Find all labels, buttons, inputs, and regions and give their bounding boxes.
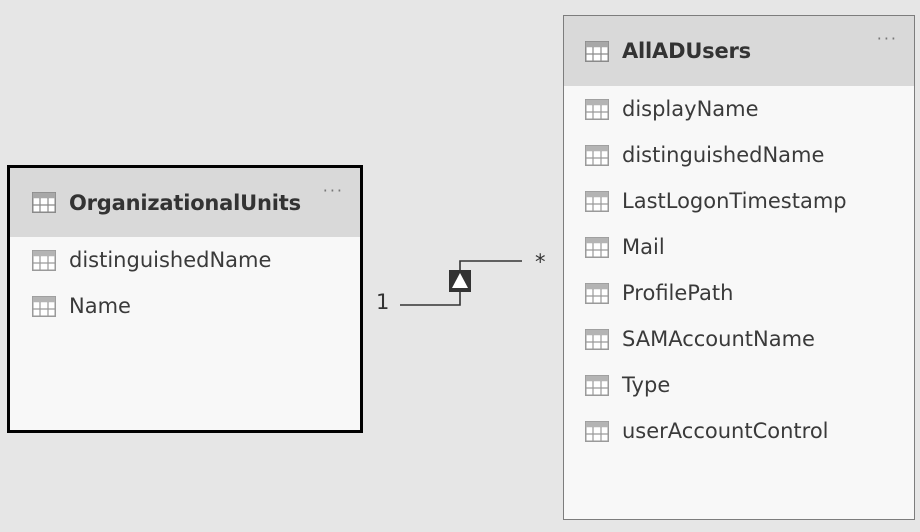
table-icon [32, 249, 56, 271]
field-item[interactable]: Name [10, 283, 360, 329]
table-icon [585, 190, 609, 212]
cardinality-one-label: 1 [376, 290, 390, 314]
field-name: distinguishedName [69, 248, 272, 272]
field-name: distinguishedName [622, 143, 825, 167]
field-item[interactable]: distinguishedName [564, 132, 914, 178]
field-item[interactable]: LastLogonTimestamp [564, 178, 914, 224]
field-name: userAccountControl [622, 419, 829, 443]
field-item[interactable]: SAMAccountName [564, 316, 914, 362]
cardinality-many-label: * [535, 250, 546, 274]
more-options-button[interactable]: ··· [322, 181, 344, 200]
field-item[interactable]: displayName [564, 86, 914, 132]
filter-direction-icon [449, 270, 471, 292]
field-name: Name [69, 294, 131, 318]
table-card-organizational-units[interactable]: OrganizationalUnits ··· distinguishedNam… [7, 165, 363, 433]
table-icon [585, 98, 609, 120]
table-title: AllADUsers [622, 39, 751, 63]
field-item[interactable]: distinguishedName [10, 237, 360, 283]
table-card-header[interactable]: AllADUsers ··· [564, 16, 914, 86]
field-name: Type [622, 373, 671, 397]
field-name: LastLogonTimestamp [622, 189, 847, 213]
table-icon [585, 236, 609, 258]
table-card-header[interactable]: OrganizationalUnits ··· [10, 168, 360, 237]
field-list: displayName distinguishedName LastLogonT… [564, 86, 914, 454]
table-icon [585, 420, 609, 442]
table-icon [32, 192, 56, 213]
table-card-all-ad-users[interactable]: AllADUsers ··· displayName distinguished… [563, 15, 915, 520]
field-name: SAMAccountName [622, 327, 815, 351]
table-icon [585, 374, 609, 396]
more-options-button[interactable]: ··· [876, 29, 898, 48]
table-title: OrganizationalUnits [69, 190, 301, 215]
field-item[interactable]: ProfilePath [564, 270, 914, 316]
field-name: displayName [622, 97, 759, 121]
field-list: distinguishedName Name [10, 237, 360, 329]
field-name: ProfilePath [622, 281, 734, 305]
table-icon [32, 295, 56, 317]
field-item[interactable]: userAccountControl [564, 408, 914, 454]
field-name: Mail [622, 235, 665, 259]
table-icon [585, 144, 609, 166]
table-icon [585, 282, 609, 304]
table-icon [585, 328, 609, 350]
table-icon [585, 40, 609, 62]
field-item[interactable]: Mail [564, 224, 914, 270]
field-item[interactable]: Type [564, 362, 914, 408]
